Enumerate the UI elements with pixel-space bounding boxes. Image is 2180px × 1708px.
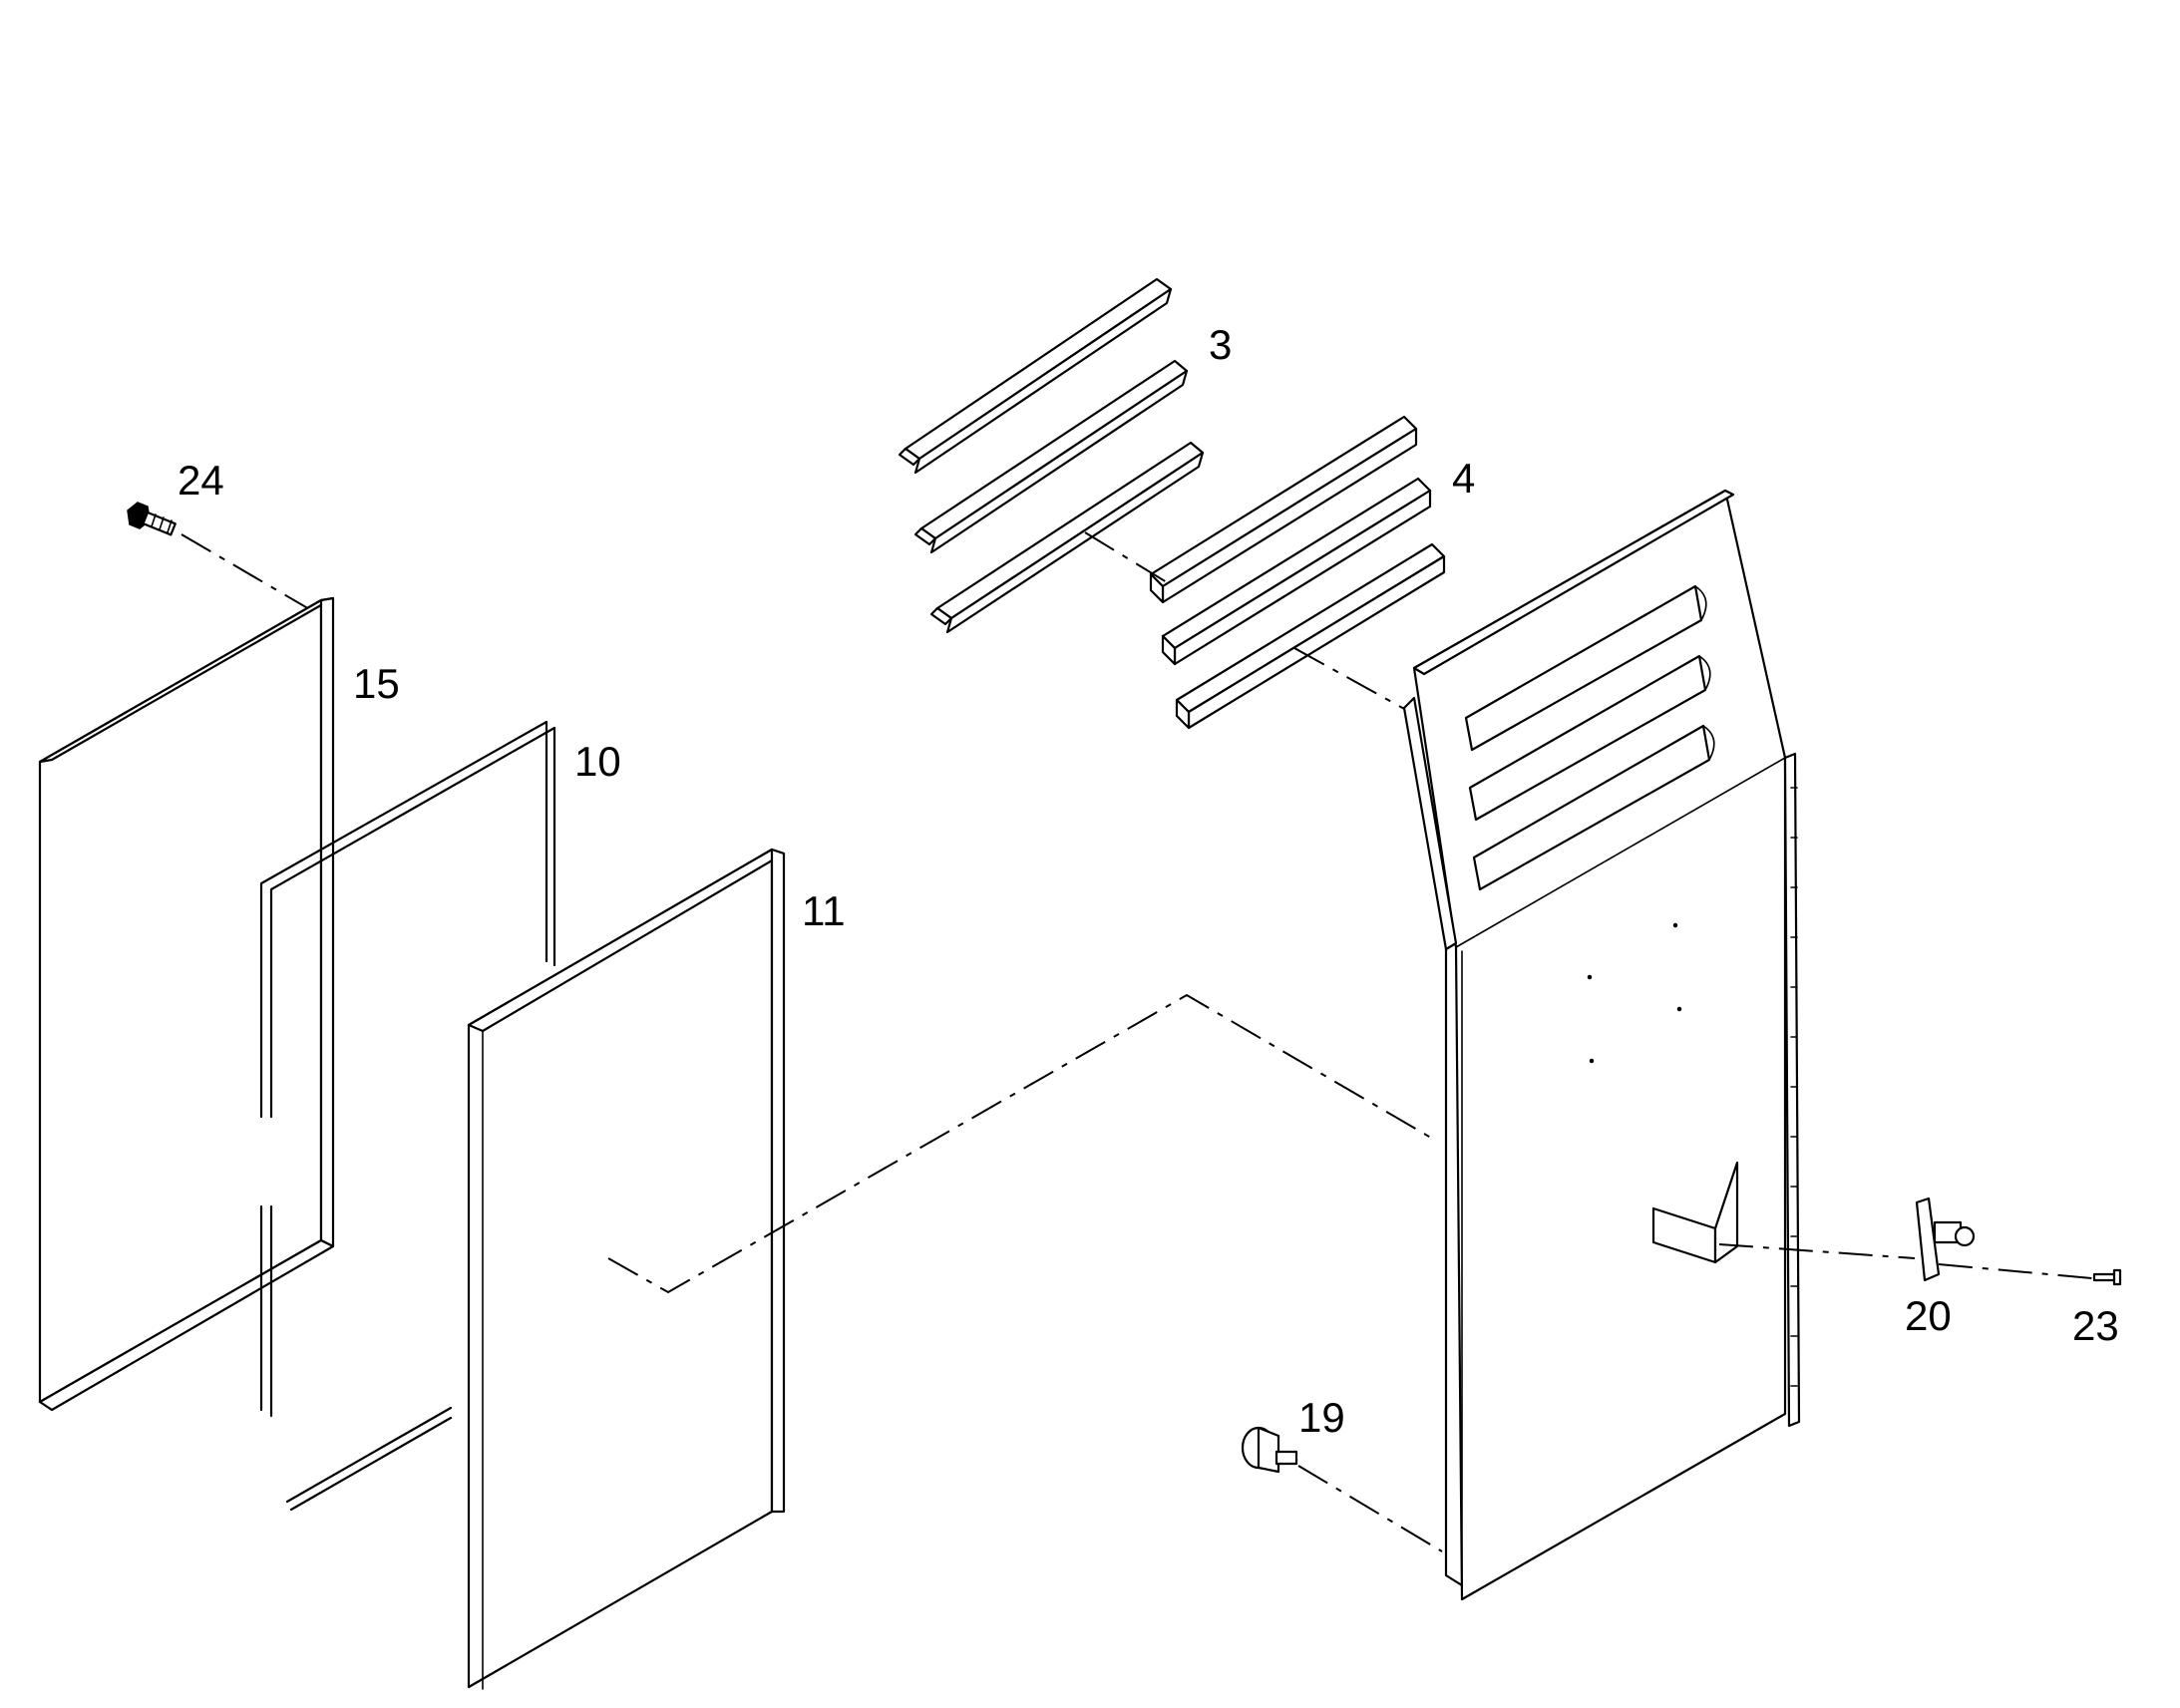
callout-4: 4 [1452,455,1475,502]
callout-19: 19 [1298,1394,1345,1441]
part-23-pin[interactable] [2092,1268,2122,1286]
callout-24: 24 [178,457,224,504]
leader-20 [1718,1243,1916,1259]
part-4-slats[interactable] [1149,415,1446,730]
leader-3-4 [1084,531,1168,583]
part-24-screw[interactable] [127,502,177,536]
part-3-louver-slats[interactable] [898,277,1205,634]
leader-24 [181,533,312,611]
leader-23 [1938,1263,2093,1279]
door-assembly[interactable] [1402,489,1801,1601]
callout-11: 11 [802,887,846,934]
part-10-gasket[interactable] [259,720,556,1512]
callout-15: 15 [353,660,400,707]
callout-23: 23 [2072,1302,2119,1349]
leader-4-door [1293,647,1407,711]
part-11-insulation-block[interactable] [467,848,786,1690]
leader-11 [607,993,1437,1294]
part-15-panel[interactable] [38,596,335,1412]
part-20-latch[interactable] [1915,1196,1976,1282]
callout-10: 10 [574,738,621,785]
callout-3: 3 [1209,321,1232,368]
callout-20: 20 [1905,1292,1952,1339]
leader-19 [1297,1465,1443,1552]
part-19-bumper[interactable] [1241,1426,1298,1474]
